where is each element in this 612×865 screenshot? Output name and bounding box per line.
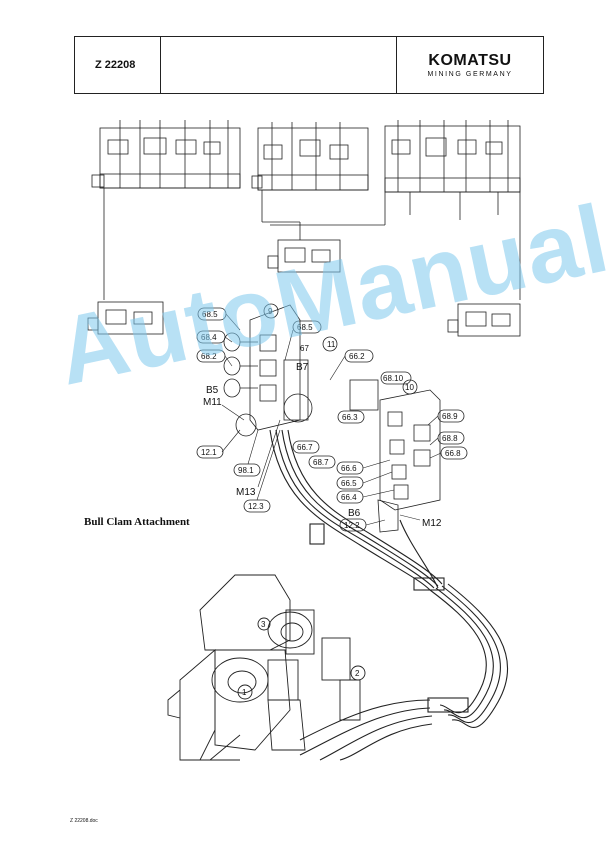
label-m12: M12 (422, 518, 442, 529)
label-67: 67 (300, 344, 309, 353)
callout-2: 2 (355, 669, 360, 678)
label-98-1: 98.1 (238, 466, 254, 475)
title-block: Z 22208 KOMATSU MINING GERMANY (74, 36, 544, 94)
drawing-number: Z 22208 (75, 37, 161, 93)
callout-3: 3 (261, 620, 266, 629)
label-66-8: 66.8 (445, 449, 461, 458)
label-12-1: 12.1 (201, 448, 217, 457)
label-68-10: 68.10 (383, 374, 404, 383)
callout-circles (263, 303, 418, 395)
brand-name: KOMATSU (428, 52, 512, 69)
bull-clam-assembly (167, 574, 366, 761)
label-68-2: 68.2 (201, 352, 217, 361)
label-66-2: 66.2 (349, 352, 365, 361)
brand-logo: KOMATSU MINING GERMANY (397, 37, 543, 93)
pilot-valve-left (87, 220, 164, 335)
label-10: 10 (405, 383, 414, 392)
label-68-7: 68.7 (313, 458, 329, 467)
schematic-labels: 9 11 10 68.5 68.4 68.2 68.5 67 B7 66.2 B… (201, 307, 461, 697)
title-empty-cell (161, 37, 397, 93)
manifold-left (223, 304, 313, 437)
figure-caption: Bull Clam Attachment (84, 516, 190, 528)
brand-subtitle: MINING GERMANY (427, 71, 513, 78)
manifold-right (349, 379, 441, 533)
label-b5: B5 (206, 385, 219, 396)
valve-block-left (91, 120, 241, 220)
label-b6: B6 (348, 508, 361, 519)
valve-block-right (270, 120, 521, 300)
label-66-3: 66.3 (342, 413, 358, 422)
label-68-5-left: 68.5 (202, 310, 218, 319)
leader-lines (221, 313, 442, 526)
label-m11: M11 (203, 397, 222, 408)
label-68-9: 68.9 (442, 412, 458, 421)
pilot-valve-center (267, 239, 341, 273)
label-b7: B7 (296, 362, 309, 373)
label-68-5-right: 68.5 (297, 323, 313, 332)
label-68-8: 68.8 (442, 434, 458, 443)
label-9: 9 (268, 307, 273, 316)
callout-1: 1 (242, 688, 247, 697)
valve-block-middle (251, 122, 369, 240)
label-66-6: 66.6 (341, 464, 357, 473)
pilot-valve-right (447, 303, 521, 337)
label-66-7: 66.7 (297, 443, 313, 452)
label-66-4: 66.4 (341, 493, 357, 502)
label-12-2: 12.2 (344, 521, 360, 530)
label-m13: M13 (236, 487, 256, 498)
file-name: Z 22208.doc (70, 818, 98, 824)
label-11: 11 (327, 340, 336, 349)
hose-bundle (269, 429, 509, 761)
label-12-3: 12.3 (248, 502, 264, 511)
label-66-5: 66.5 (341, 479, 357, 488)
label-68-4: 68.4 (201, 333, 217, 342)
